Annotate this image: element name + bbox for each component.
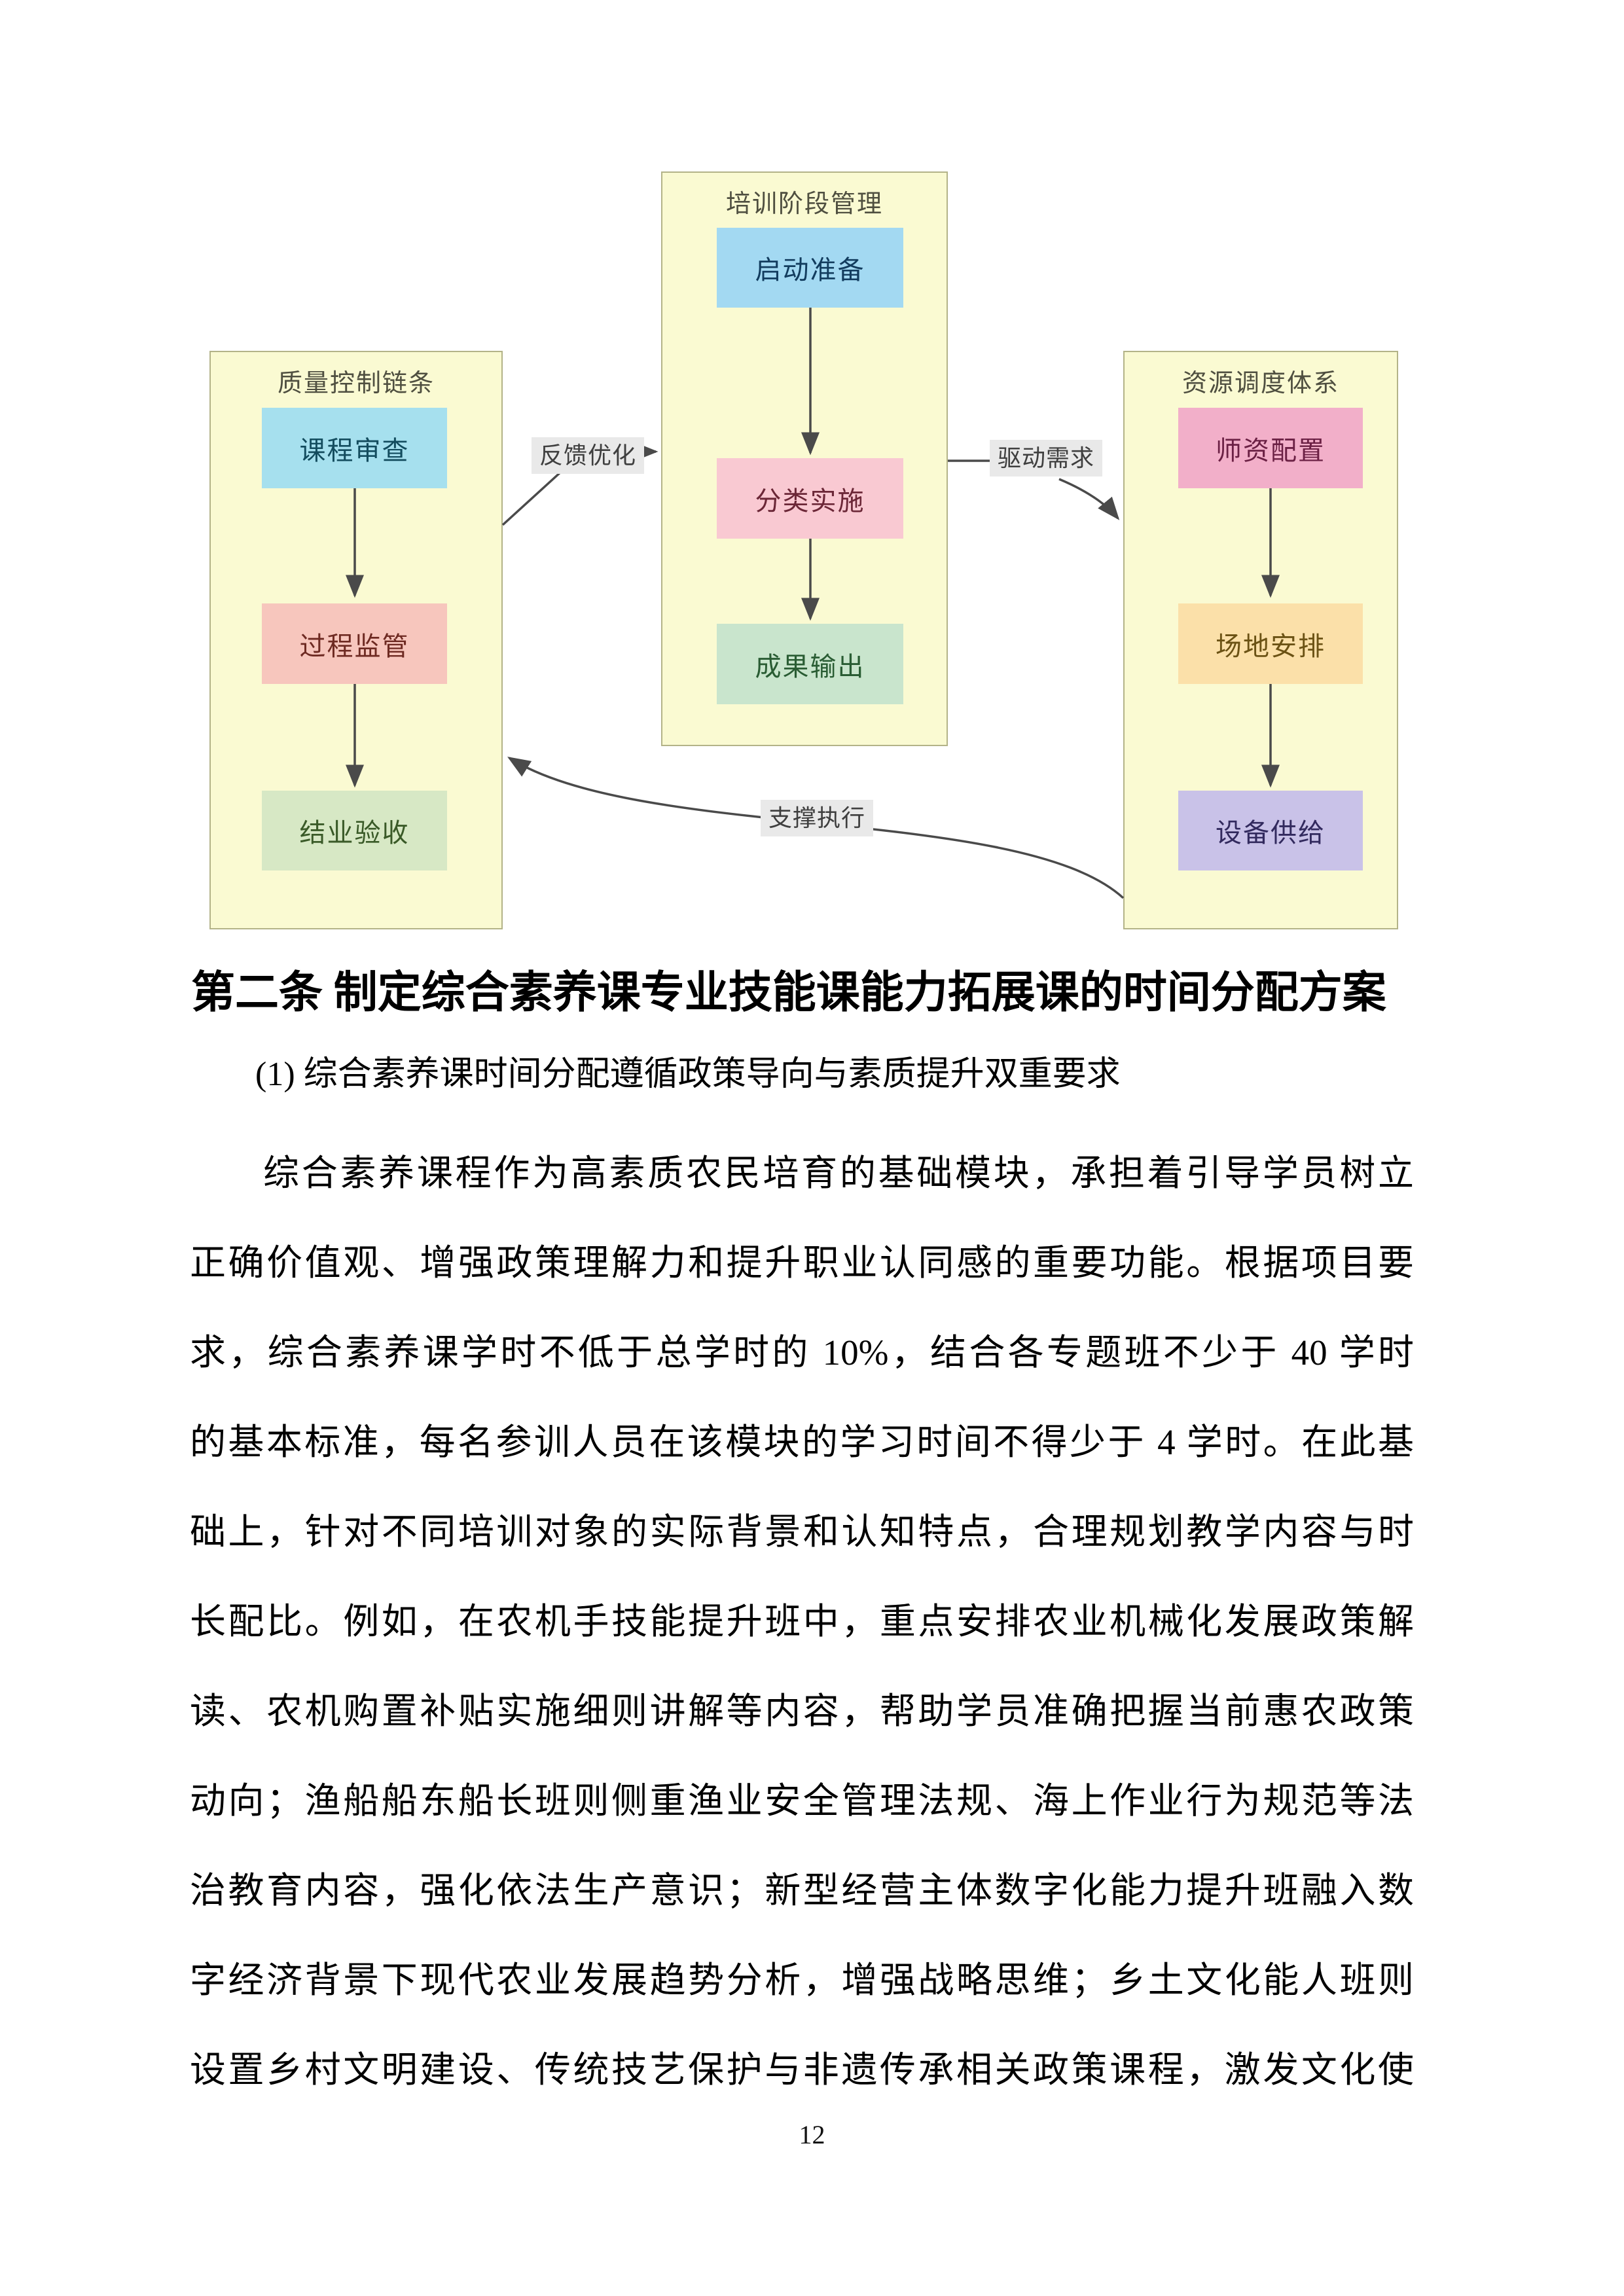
group-title: 培训阶段管理 (725, 190, 883, 218)
flowchart: 质量控制链条 培训阶段管理 资源调度体系 课程审查 过程监管 结业验收 启动准备… (0, 0, 1624, 969)
paragraph-line: 求，综合素养课学时不低于总学时的 10%，结合各专题班不少于 40 学时 (190, 1333, 1414, 1372)
body-paragraph: 综合素养课程作为高素质农民培育的基础模块，承担着引导学员树立 正确价值观、增强政… (190, 1128, 1414, 2115)
item-subheading: (1) 综合素养课时间分配遵循政策导向与素质提升双重要求 (255, 1056, 1121, 1093)
group-title: 资源调度体系 (1182, 370, 1339, 397)
paragraph-line: 字经济背景下现代农业发展趋势分析，增强战略思维；乡土文化能人班则 (190, 1960, 1414, 2000)
section-heading: 第二条 制定综合素养课专业技能课能力拓展课的时间分配方案 (191, 969, 1386, 1017)
paragraph-line: 动向；渔船船东船长班则侧重渔业安全管理法规、海上作业行为规范等法 (190, 1781, 1414, 1821)
page-number: 12 (799, 2120, 825, 2149)
node-equipment-supply: 设备供给 (1178, 791, 1363, 870)
node-teacher-allocation: 师资配置 (1178, 408, 1363, 488)
node-process-supervision: 过程监管 (262, 603, 447, 684)
edge-label-feedback: 反馈优化 (532, 437, 645, 474)
drive-arrow (1058, 478, 1120, 520)
node-launch-preparation: 启动准备 (717, 228, 903, 308)
node-venue-arrangement: 场地安排 (1178, 603, 1363, 684)
node-outcome-output: 成果输出 (717, 624, 903, 704)
paragraph-line: 的基本标准，每名参训人员在该模块的学习时间不得少于 4 学时。在此基 (190, 1422, 1414, 1462)
edge-label-drive: 驱动需求 (990, 440, 1103, 476)
paragraph-line: 治教育内容，强化依法生产意识；新型经营主体数字化能力提升班融入数 (190, 1871, 1414, 1910)
feedback-edge-segment (501, 470, 563, 526)
paragraph-line: 础上，针对不同培训对象的实际背景和认知特点，合理规划教学内容与时 (190, 1512, 1414, 1552)
node-classified-implementation: 分类实施 (717, 458, 903, 539)
node-completion-acceptance: 结业验收 (262, 791, 447, 870)
edge-label-support: 支撑执行 (761, 800, 874, 836)
group-title: 质量控制链条 (277, 370, 435, 397)
paragraph-line: 正确价值观、增强政策理解力和提升职业认同感的重要功能。根据项目要 (190, 1243, 1414, 1283)
paragraph-line: 设置乡村文明建设、传统技艺保护与非遗传承相关政策课程，激发文化使 (190, 2050, 1414, 2090)
paragraph-line: 长配比。例如，在农机手技能提升班中，重点安排农业机械化发展政策解 (190, 1602, 1414, 1641)
paragraph-line: 综合素养课程作为高素质农民培育的基础模块，承担着引导学员树立 (263, 1153, 1414, 1193)
node-course-review: 课程审查 (262, 408, 447, 488)
paragraph-line: 读、农机购置补贴实施细则讲解等内容，帮助学员准确把握当前惠农政策 (190, 1691, 1414, 1731)
